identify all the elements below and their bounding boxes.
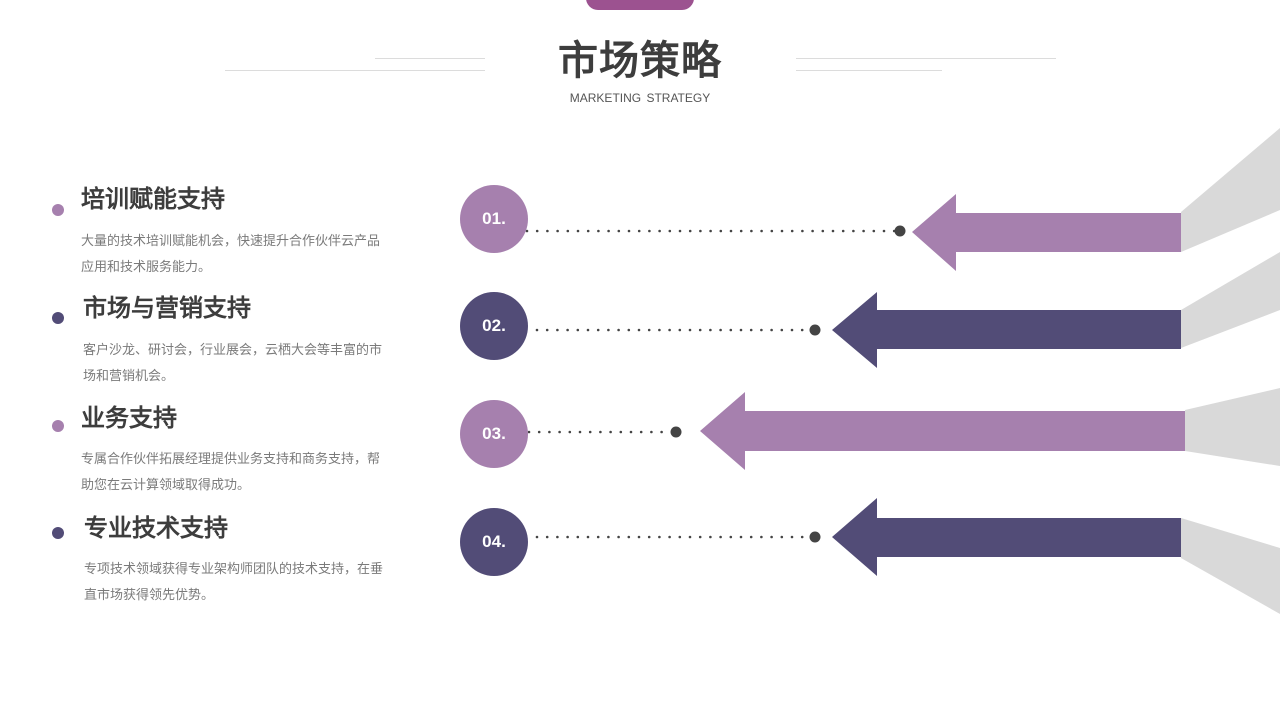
bullet-dot [52, 420, 64, 432]
top-tab-decoration [586, 0, 694, 10]
gray-fan-shape [1181, 518, 1280, 614]
arrow-shape [700, 392, 1185, 470]
connector-end-dot [894, 225, 906, 237]
gray-fan-shape [1181, 252, 1280, 348]
item-title: 专业技术支持 [84, 514, 228, 542]
step-number-circle: 01. [460, 185, 528, 253]
step-number-circle: 03. [460, 400, 528, 468]
item-title: 业务支持 [81, 404, 177, 432]
item-description: 客户沙龙、研讨会，行业展会，云栖大会等丰富的市场和营销机会。 [83, 343, 383, 384]
item-description: 专项技术领域获得专业架构师团队的技术支持，在垂直市场获得领先优势。 [84, 562, 384, 603]
step-number-circle: 04. [460, 508, 528, 576]
bullet-dot [52, 204, 64, 216]
item-description: 专属合作伙伴拓展经理提供业务支持和商务支持，帮助您在云计算领域取得成功。 [81, 452, 381, 493]
header-line-left-top [375, 58, 485, 59]
bullet-dot [52, 312, 64, 324]
page-title: 市场策略 [558, 38, 722, 84]
page-subtitle: MARKETING STRATEGY [569, 91, 711, 105]
connector-end-dot [809, 531, 821, 543]
bullet-dot [52, 527, 64, 539]
connector-end-dot [809, 324, 821, 336]
header-line-left-bottom [225, 70, 485, 71]
item-title: 培训赋能支持 [81, 185, 225, 213]
item-title: 市场与营销支持 [83, 294, 251, 322]
arrow-shape [832, 292, 1181, 368]
gray-fan-shape [1181, 128, 1280, 252]
step-number-circle: 02. [460, 292, 528, 360]
connector-end-dot [670, 426, 682, 438]
gray-fan-shape [1185, 388, 1280, 466]
item-description: 大量的技术培训赋能机会，快速提升合作伙伴云产品应用和技术服务能力。 [81, 234, 381, 275]
arrow-shape [912, 194, 1181, 271]
header-line-right-top [796, 58, 1056, 59]
header-line-right-bottom [796, 70, 942, 71]
arrow-shape [832, 498, 1181, 576]
